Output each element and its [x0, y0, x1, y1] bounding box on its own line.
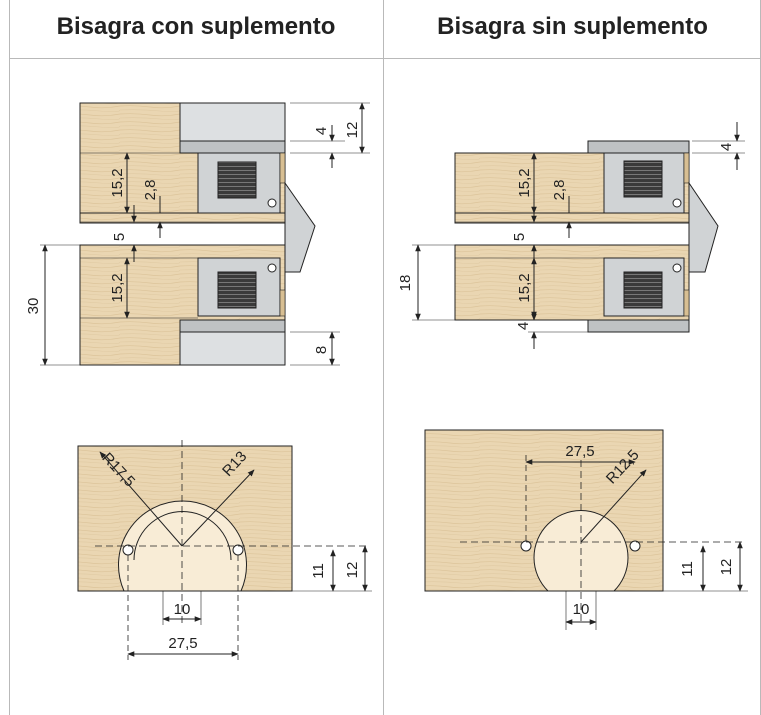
right-drill-section: 27,5 R12,5 10 11 12 [424, 429, 748, 630]
left-hinge-section: 12 4 15,2 2,8 5 30 15,2 8 [25, 102, 370, 366]
dim-18: 18 [397, 275, 414, 292]
bottom-frame-cover [179, 331, 286, 366]
dim-10-left: 10 [174, 601, 191, 618]
left-screw-hole [122, 544, 134, 556]
top-spacer-plate [179, 140, 286, 154]
right-hinge-section: 4 15,2 2,8 5 18 15,2 4 [397, 122, 745, 349]
dim-4-top-right: 4 [718, 143, 735, 151]
right-screw-hole [232, 544, 244, 556]
bottom-edge-strip [279, 289, 286, 317]
header-row: Bisagra con suplemento Bisagra sin suple… [9, 0, 761, 59]
dim-15-2-top: 15,2 [109, 168, 126, 197]
dim-15-2-bottom: 15,2 [109, 273, 126, 302]
bottom-hinge-screw [267, 263, 277, 273]
right-bottom-frame [587, 319, 690, 333]
inner-cup-arc [133, 511, 232, 561]
right-top-frame [587, 140, 690, 154]
dim-4-top: 4 [313, 127, 330, 135]
right-right-screw-hole [629, 540, 641, 552]
dim-2-8-right: 2,8 [551, 180, 568, 201]
bottom-spacer-plate [179, 319, 286, 333]
dim-15-2-top-right: 15,2 [516, 168, 533, 197]
left-column-title: Bisagra con suplemento [56, 13, 336, 40]
dim-30: 30 [25, 298, 42, 315]
right-bottom-hinge-grille [623, 271, 663, 309]
left-border [9, 0, 10, 715]
dim-12-left: 12 [344, 562, 361, 579]
dim-11-right: 11 [679, 561, 696, 577]
dim-27-5-right: 27,5 [565, 443, 594, 460]
bottom-hinge-grille [217, 271, 257, 309]
right-left-screw-hole [520, 540, 532, 552]
dim-15-2-bottom-right: 15,2 [516, 273, 533, 302]
left-drill-section: R17,5 R13 10 27,5 11 12 [77, 440, 372, 660]
dim-5-right: 5 [511, 233, 528, 241]
column-divider [383, 0, 384, 715]
dim-12-right: 12 [718, 559, 735, 576]
right-hinge-arm [688, 181, 719, 273]
hinge-arm [284, 181, 316, 273]
dim-2-8: 2,8 [142, 180, 159, 201]
dim-10-right: 10 [573, 601, 590, 618]
right-bottom-hinge-screw [672, 263, 682, 273]
dim-12-top: 12 [344, 122, 361, 139]
right-top-hinge-screw [672, 198, 682, 208]
top-edge-strip [279, 152, 286, 184]
right-top-hinge-grille [623, 160, 663, 198]
dim-4-bottom-right: 4 [515, 322, 532, 330]
dim-5: 5 [111, 233, 128, 241]
top-hinge-grille [217, 161, 257, 199]
dim-27-5-left: 27,5 [168, 635, 197, 652]
dim-8: 8 [313, 346, 330, 354]
top-frame-cover [179, 102, 286, 142]
dim-11-left: 11 [310, 563, 327, 579]
right-column-title: Bisagra sin suplemento [437, 13, 708, 40]
top-hinge-screw [267, 198, 277, 208]
